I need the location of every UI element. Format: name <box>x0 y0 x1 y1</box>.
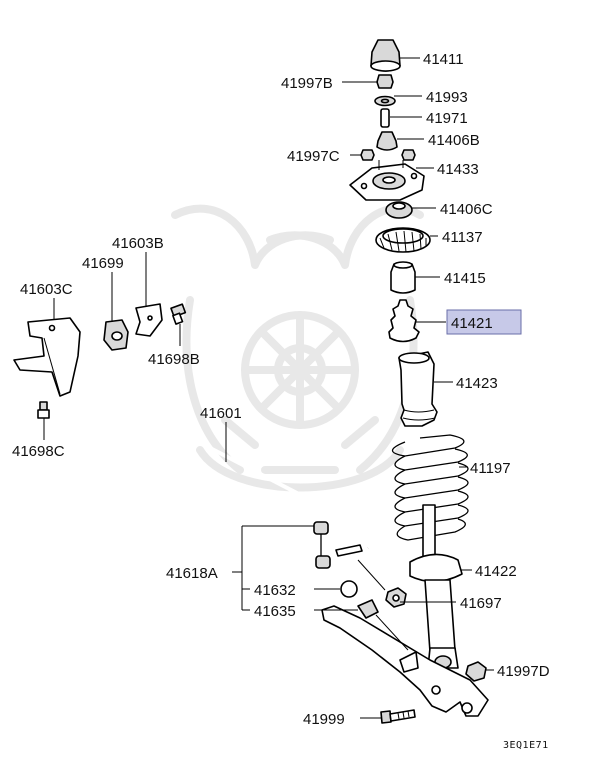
part-41618A-stabilizer-link[interactable] <box>313 521 363 569</box>
label-41406C[interactable]: 41406C <box>440 201 493 218</box>
part-41603C-bracket[interactable] <box>13 317 81 397</box>
label-41971[interactable]: 41971 <box>426 110 468 127</box>
part-41603B-bracket[interactable] <box>135 303 163 337</box>
label-41999[interactable]: 41999 <box>303 711 345 728</box>
part-41415-cap[interactable] <box>390 261 416 294</box>
label-41433[interactable]: 41433 <box>437 161 479 178</box>
label-41697[interactable]: 41697 <box>460 595 502 612</box>
drawing-code: 3EQ1E71 <box>503 740 549 751</box>
part-41999-bolt[interactable] <box>380 709 416 724</box>
part-41423-dust-boot[interactable] <box>398 351 438 427</box>
label-41698B[interactable]: 41698B <box>148 351 200 368</box>
part-41699-bushing[interactable] <box>103 319 129 351</box>
part-41698C-bolt[interactable] <box>37 401 50 419</box>
part-41433-strut-mount[interactable] <box>349 160 425 201</box>
part-41698B-bolt[interactable] <box>170 303 187 325</box>
part-41421-bump-stopper[interactable] <box>388 299 420 343</box>
part-41997C-nuts[interactable] <box>360 149 416 161</box>
label-41603B[interactable]: 41603B <box>112 235 164 252</box>
label-41601[interactable]: 41601 <box>200 405 242 422</box>
label-41406B[interactable]: 41406B <box>428 132 480 149</box>
part-41997D-nut[interactable] <box>465 661 487 682</box>
label-41632[interactable]: 41632 <box>254 582 296 599</box>
part-41635-bushing[interactable] <box>357 599 379 619</box>
part-41697-nut[interactable] <box>385 587 407 608</box>
part-41601-stabilizer-bar[interactable] <box>77 350 391 550</box>
label-41635[interactable]: 41635 <box>254 603 296 620</box>
part-41406B-bushing[interactable] <box>376 131 398 151</box>
watermark-logo <box>171 204 424 492</box>
part-41971-collar[interactable] <box>380 108 390 128</box>
part-41632-ring[interactable] <box>340 580 358 598</box>
label-41415[interactable]: 41415 <box>444 270 486 287</box>
label-41997C[interactable]: 41997C <box>287 148 340 165</box>
label-41618A[interactable]: 41618A <box>166 565 218 582</box>
label-41423[interactable]: 41423 <box>456 375 498 392</box>
part-41422-shock-absorber[interactable] <box>409 504 463 669</box>
label-41997B[interactable]: 41997B <box>281 75 333 92</box>
leader-lines <box>43 57 494 719</box>
part-41411-bump-cap[interactable] <box>370 39 401 72</box>
label-41137[interactable]: 41137 <box>442 229 483 246</box>
label-41603C[interactable]: 41603C <box>20 281 73 298</box>
part-41997B-nut[interactable] <box>376 74 394 89</box>
label-41411[interactable]: 41411 <box>423 51 464 68</box>
lower-control-arm <box>321 605 489 717</box>
label-41997D[interactable]: 41997D <box>497 663 550 680</box>
part-41406C-bushing[interactable] <box>385 201 413 219</box>
label-41421[interactable]: 41421 <box>451 315 493 332</box>
part-41993-washer[interactable] <box>374 95 396 107</box>
label-41699[interactable]: 41699 <box>82 255 124 272</box>
part-41137-bearing[interactable] <box>375 227 431 253</box>
label-41698C[interactable]: 41698C <box>12 443 65 460</box>
label-41993[interactable]: 41993 <box>426 89 468 106</box>
highlight-41421 <box>446 309 522 335</box>
label-41197[interactable]: 41197 <box>470 460 511 477</box>
label-41422[interactable]: 41422 <box>475 563 517 580</box>
